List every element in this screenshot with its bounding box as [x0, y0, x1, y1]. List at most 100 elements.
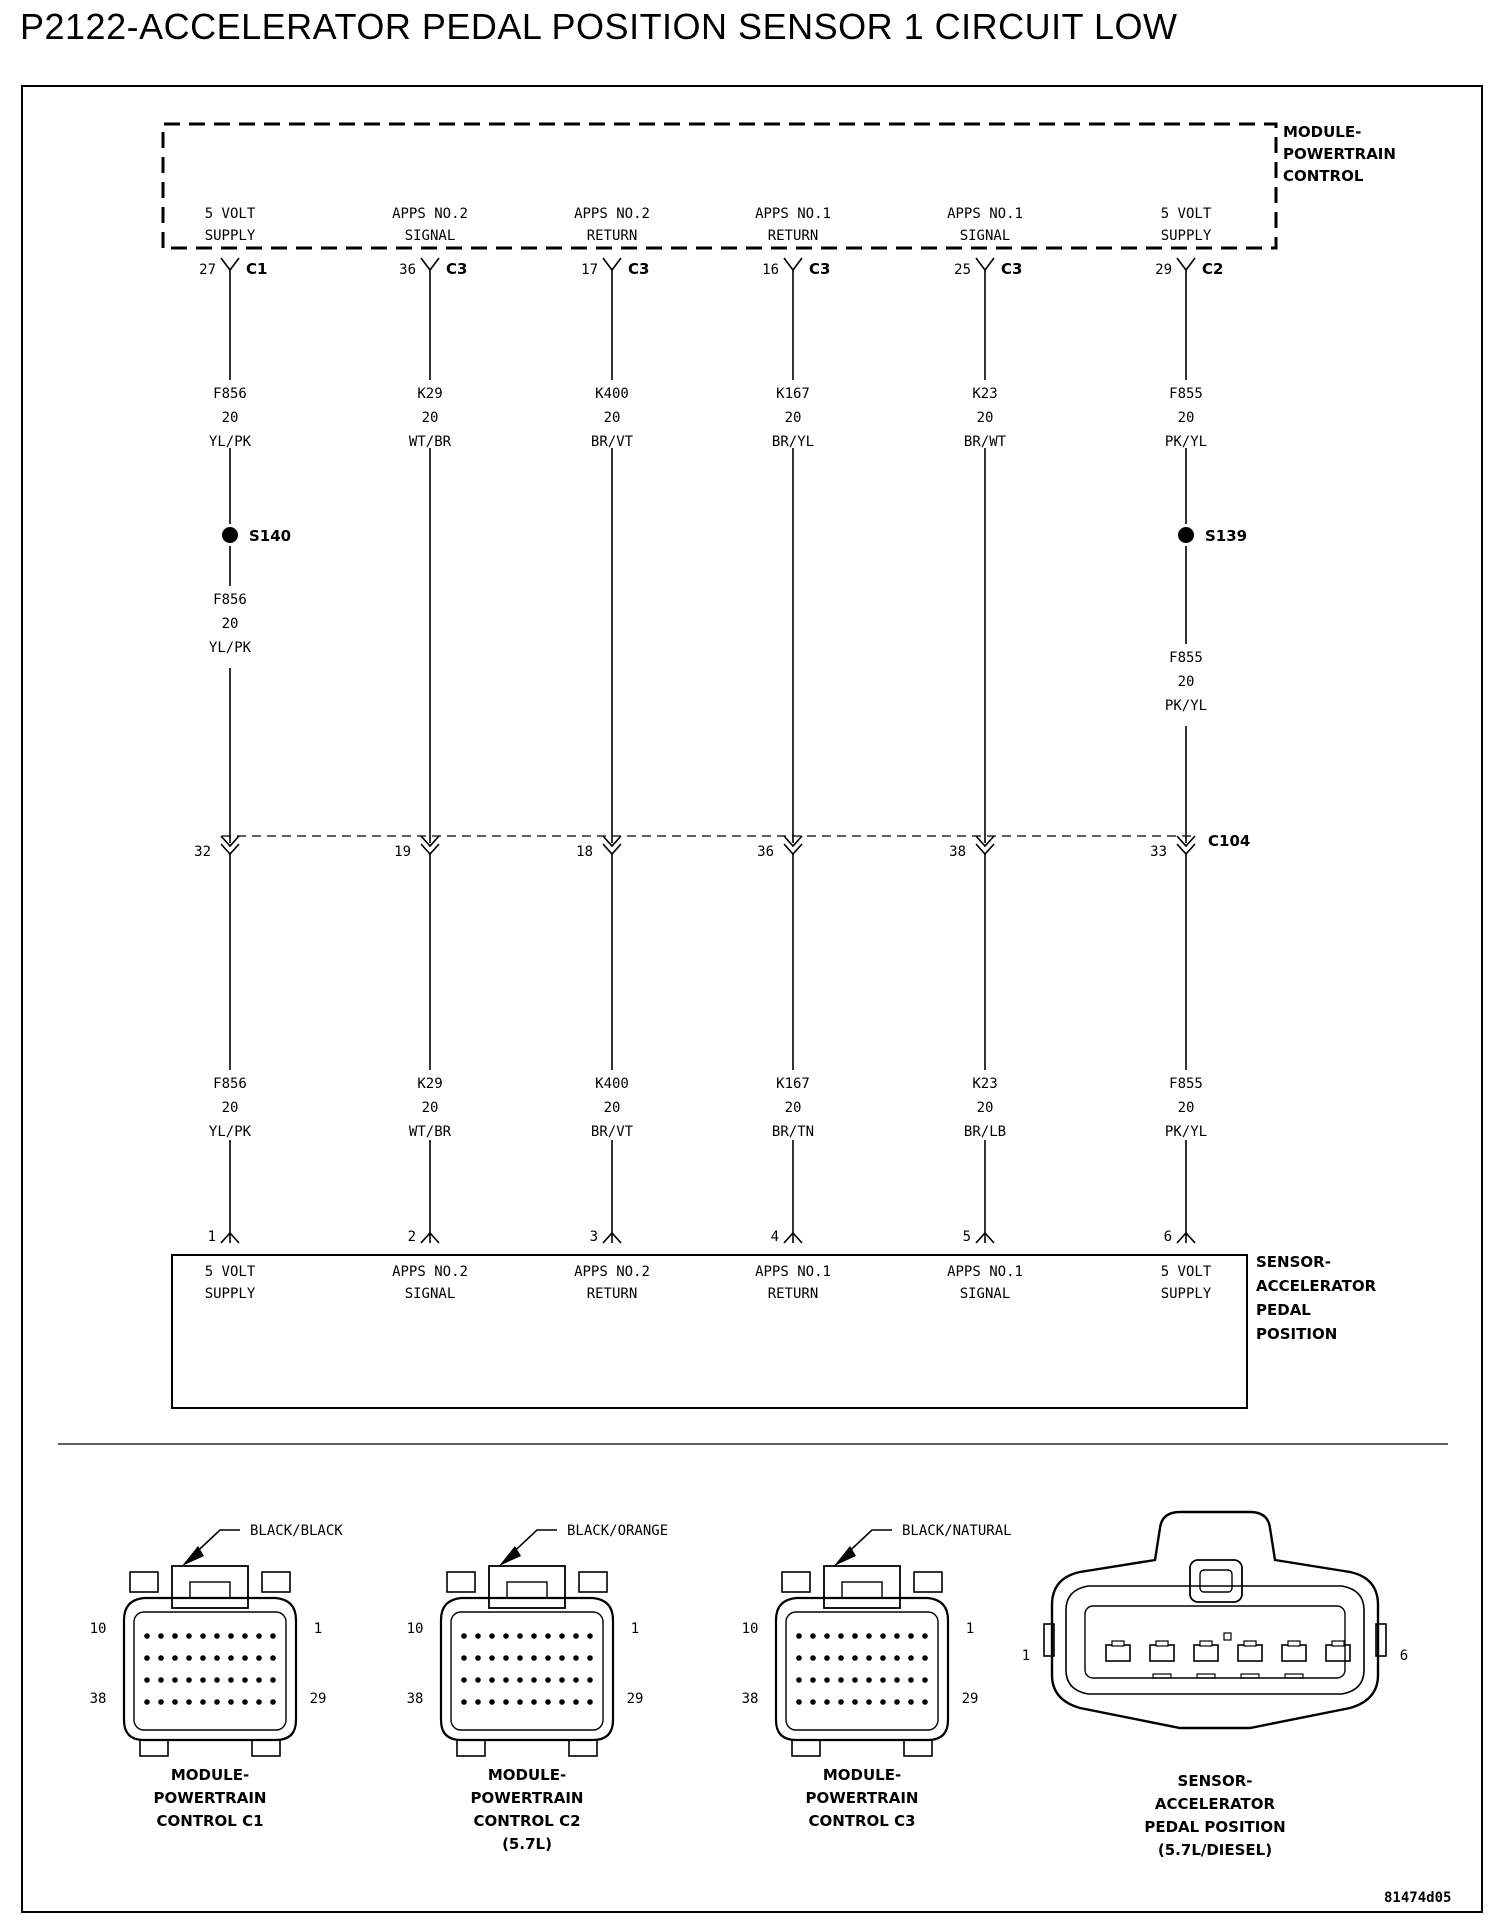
- pin-cavity: [852, 1655, 858, 1661]
- sensor-connector-name-line: ACCELERATOR: [1155, 1795, 1276, 1813]
- sensor-pin-key: [1243, 1640, 1257, 1647]
- pin-cavity: [894, 1699, 900, 1705]
- wire-label: 20: [1178, 674, 1195, 690]
- arrow-head-icon: [834, 1546, 856, 1566]
- pin-cavity: [475, 1699, 481, 1705]
- connector-name-line: (5.7L): [502, 1835, 552, 1853]
- wire-label: F855: [1169, 386, 1203, 402]
- wire-label: 20: [977, 410, 994, 426]
- sensor-label: SENSOR- ACCELERATOR PEDAL POSITION: [1256, 1253, 1377, 1343]
- wire-label: 20: [222, 616, 239, 632]
- pin-cavity: [838, 1677, 844, 1683]
- wire-label: K167: [776, 1076, 810, 1092]
- pin-cavity: [461, 1677, 467, 1683]
- sensor-pin-slot: [1240, 1673, 1260, 1679]
- pin-cavity: [824, 1677, 830, 1683]
- sensor-terminal-label: APPS NO.1: [947, 1264, 1023, 1280]
- pcm-pin-number: 16: [762, 262, 779, 278]
- figure-code: 81474d05: [1384, 1890, 1451, 1906]
- pin-cavity: [922, 1633, 928, 1639]
- pin-cavity: [824, 1633, 830, 1639]
- connector-body: [439, 1596, 615, 1742]
- wire-label: YL/PK: [209, 1124, 252, 1140]
- pin-cavity: [489, 1655, 495, 1661]
- pcm-pin-number: 27: [199, 262, 216, 278]
- pin-cavity: [228, 1677, 234, 1683]
- sensor-terminal-label: APPS NO.2: [392, 1264, 468, 1280]
- sensor-label-line: ACCELERATOR: [1256, 1277, 1377, 1295]
- sensor-terminal-symbol: [1176, 1231, 1196, 1244]
- pin-cavity: [270, 1677, 276, 1683]
- pin-cavity: [838, 1633, 844, 1639]
- pin-number: 38: [742, 1691, 759, 1707]
- pin-cavity: [894, 1655, 900, 1661]
- connector-color-label: BLACK/NATURAL: [902, 1523, 1012, 1539]
- wire-label: K167: [776, 386, 810, 402]
- bottom-tab: [791, 1739, 821, 1757]
- lock-tab-inner: [841, 1581, 883, 1599]
- pin-cavity: [214, 1699, 220, 1705]
- side-ear: [1043, 1623, 1055, 1657]
- pcm-connector-id: C3: [809, 260, 830, 278]
- pin-cavity: [270, 1699, 276, 1705]
- lock-tab-inner: [189, 1581, 231, 1599]
- pin-cavity: [866, 1677, 872, 1683]
- pin-cavity: [186, 1677, 192, 1683]
- connector-name-line: POWERTRAIN: [471, 1789, 584, 1807]
- wire-label: BR/VT: [591, 434, 634, 450]
- sensor-terminal-symbol: [420, 1231, 440, 1244]
- connector-inner: [450, 1611, 604, 1731]
- latch-tab: [446, 1571, 476, 1593]
- pin-cavity: [866, 1655, 872, 1661]
- pin-cavity: [880, 1677, 886, 1683]
- pin-cavity: [852, 1633, 858, 1639]
- pin-cavity: [172, 1633, 178, 1639]
- pin-cavity: [158, 1677, 164, 1683]
- pin-cavity: [587, 1699, 593, 1705]
- sensor-connector-body: [1050, 1510, 1380, 1730]
- splice-label: S139: [1205, 527, 1247, 545]
- pin-cavity: [587, 1655, 593, 1661]
- arrow-head-icon: [499, 1546, 521, 1566]
- pin-cavity: [256, 1633, 262, 1639]
- pin-cavity: [922, 1699, 928, 1705]
- pin-cavity: [256, 1655, 262, 1661]
- terminal-symbol: [1176, 257, 1196, 272]
- pin-cavity: [158, 1699, 164, 1705]
- pin-number: 10: [90, 1621, 107, 1637]
- wire-label: K23: [972, 1076, 997, 1092]
- wire-label: F856: [213, 592, 247, 608]
- sensor-terminal-label: APPS NO.1: [755, 1264, 831, 1280]
- pin-cavity: [503, 1677, 509, 1683]
- terminal-symbol: [420, 257, 440, 272]
- sensor-pin-number: 5: [963, 1229, 971, 1245]
- pin-cavity: [475, 1655, 481, 1661]
- pin-number: 29: [962, 1691, 979, 1707]
- pin-cavity: [824, 1655, 830, 1661]
- latch-tab: [578, 1571, 608, 1593]
- pin-cavity: [852, 1677, 858, 1683]
- sensor-terminal-label: SUPPLY: [205, 1286, 256, 1302]
- lock-tab: [171, 1565, 249, 1609]
- pin-cavity: [894, 1677, 900, 1683]
- bottom-tab: [139, 1739, 169, 1757]
- connector-name-line: MODULE-: [171, 1766, 249, 1784]
- c104-pin-number: 33: [1150, 844, 1167, 860]
- pin-cavity: [461, 1699, 467, 1705]
- connector-name-line: POWERTRAIN: [806, 1789, 919, 1807]
- c104-terminal-symbol: [1176, 835, 1196, 848]
- c104-pin-number: 18: [576, 844, 593, 860]
- wire-label: K400: [595, 386, 629, 402]
- pin-cavity: [517, 1699, 523, 1705]
- wire-label: K29: [417, 1076, 442, 1092]
- wire-label: 20: [604, 1100, 621, 1116]
- pcm-terminal-label: SIGNAL: [405, 228, 456, 244]
- pin-cavity: [517, 1655, 523, 1661]
- pin-cavity: [545, 1655, 551, 1661]
